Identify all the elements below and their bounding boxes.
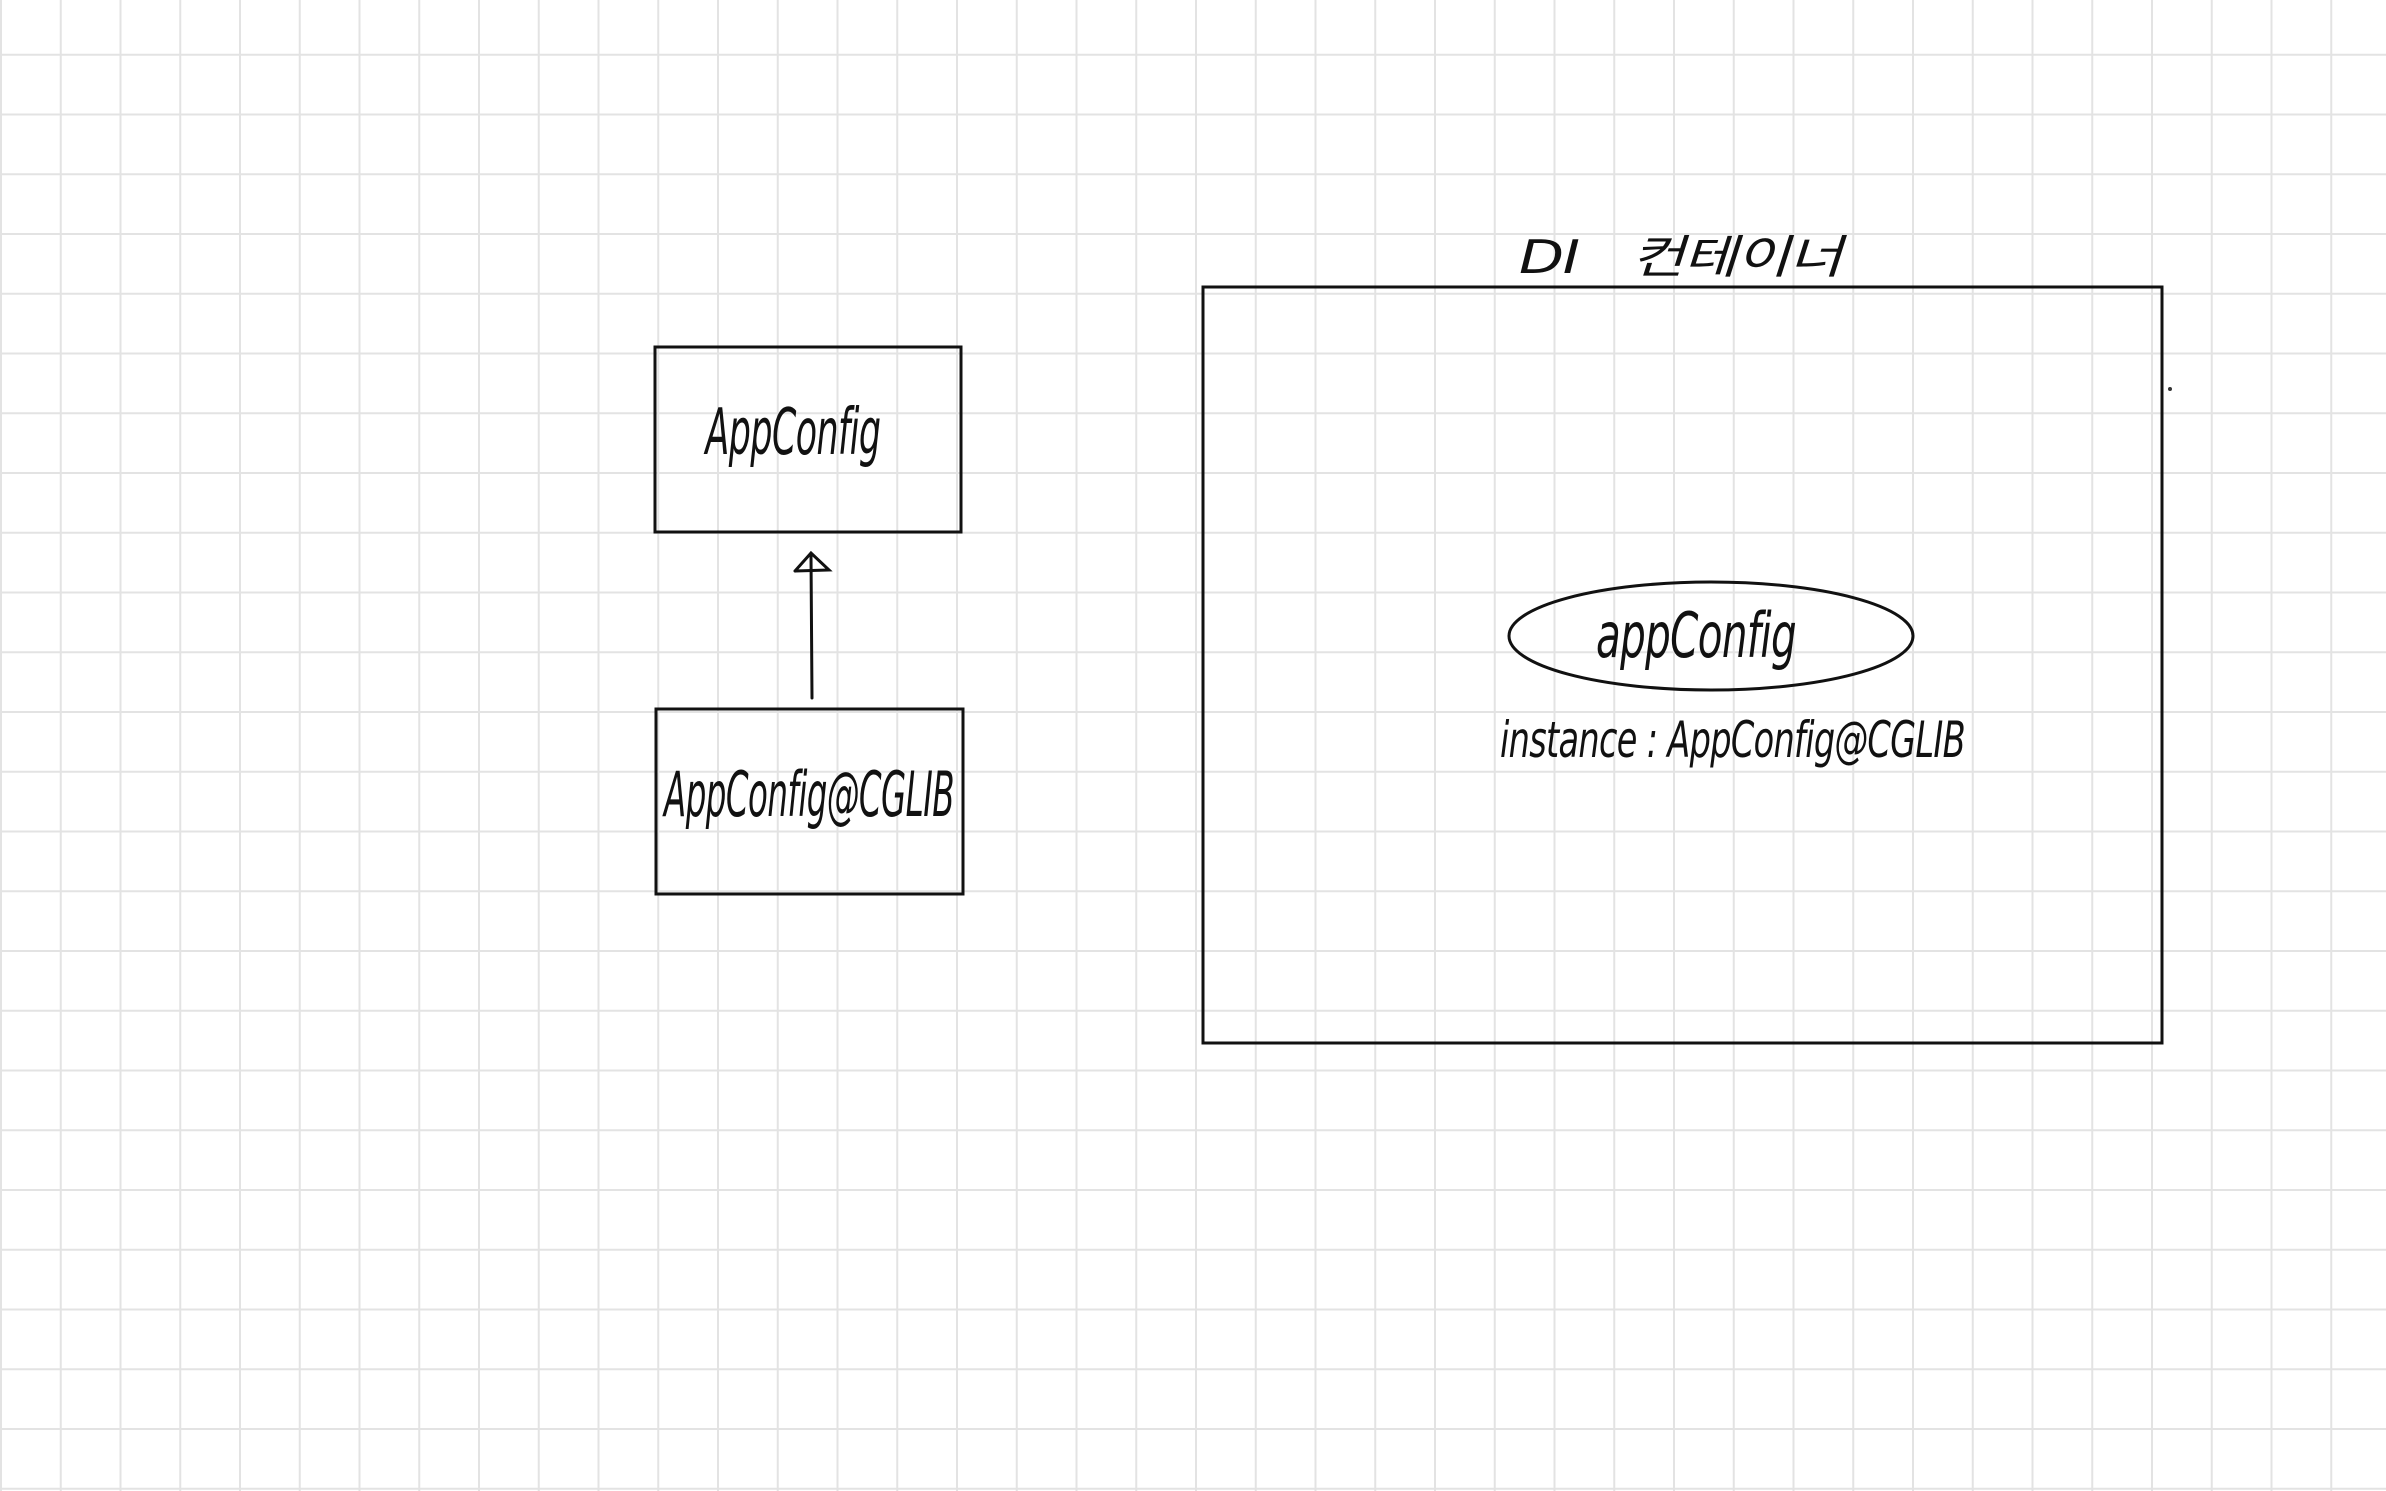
arrow-shaft bbox=[809, 554, 814, 700]
bean-ellipse bbox=[1507, 580, 1915, 692]
di-container: DI 컨테이너 appConfig instance : AppConfig@C… bbox=[1201, 230, 2172, 1045]
container-title: DI 컨테이너 bbox=[1519, 230, 1848, 284]
parent-class-box bbox=[653, 345, 963, 534]
stray-dot bbox=[2168, 387, 2172, 391]
bean-node: appConfig bbox=[1507, 580, 1915, 692]
child-class-label: AppConfig@CGLIB bbox=[662, 758, 954, 831]
bean-name-label: appConfig bbox=[1596, 599, 1796, 672]
container-box bbox=[1201, 285, 2164, 1045]
bean-instance-label: instance : AppConfig@CGLIB bbox=[1500, 711, 1965, 769]
arrow-head bbox=[793, 550, 833, 573]
child-class-node: AppConfig@CGLIB bbox=[654, 707, 965, 896]
inheritance-arrow bbox=[793, 550, 833, 700]
parent-class-label: AppConfig bbox=[703, 396, 880, 470]
parent-class-node: AppConfig bbox=[653, 345, 963, 534]
child-class-box bbox=[654, 707, 965, 896]
